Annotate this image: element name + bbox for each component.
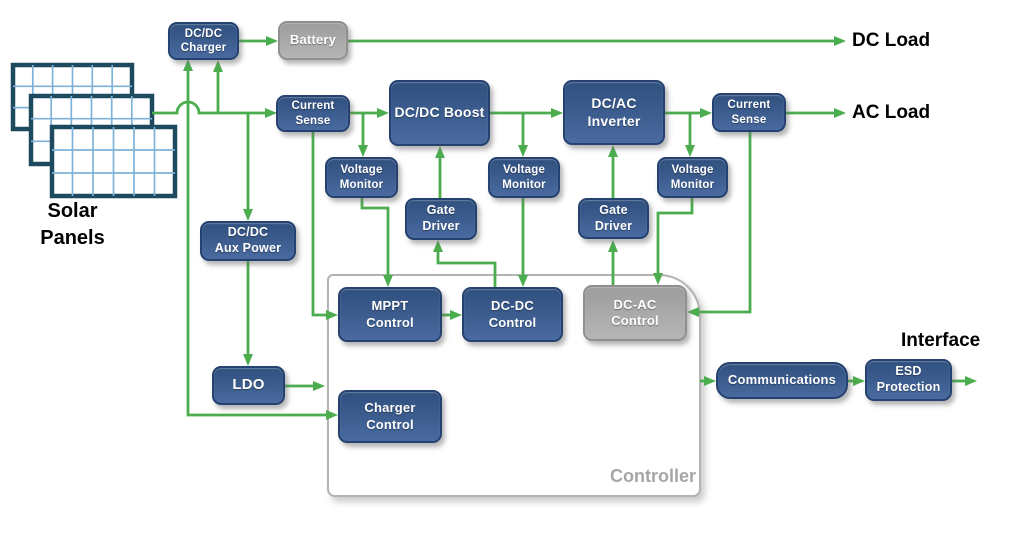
block-dcdc-charger[interactable]: DC/DC Charger [168,22,239,60]
block-dcdc-boost[interactable]: DC/DC Boost [389,80,490,146]
block-charger-control[interactable]: Charger Control [338,390,442,443]
block-battery[interactable]: Battery [278,21,348,60]
block-gate-driver-1[interactable]: Gate Driver [405,198,477,240]
wire-current-sense-to-mppt [311,132,338,320]
block-current-sense-input[interactable]: Current Sense [276,95,350,132]
wire-voltage-monitor-3-to-dcac-control [653,198,694,285]
block-voltage-monitor-2[interactable]: Voltage Monitor [488,157,560,198]
block-dcac-inverter[interactable]: DC/AC Inverter [563,80,665,145]
block-voltage-monitor-1[interactable]: Voltage Monitor [325,157,398,198]
controller-label: Controller [609,466,696,486]
wires [152,36,977,420]
block-mppt-control[interactable]: MPPT Control [338,287,442,342]
solar-panel-front [49,124,178,199]
block-ldo[interactable]: LDO [212,366,285,405]
block-dcac-control[interactable]: DC-AC Control [583,285,687,341]
block-voltage-monitor-3[interactable]: Voltage Monitor [657,157,728,198]
wire-voltage-monitor-1-to-mppt [360,198,393,287]
dc-load-label: DC Load [852,30,931,51]
interface-label: Interface [901,330,981,351]
solar-panels-icon [10,62,178,199]
block-dcdc-aux-power[interactable]: DC/DC Aux Power [200,221,296,261]
block-esd-protection[interactable]: ESD Protection [865,359,952,401]
wire-dcdc-control-to-gate-driver-1 [433,240,497,288]
wire-panels-to-current-sense [152,100,277,118]
ac-load-label: AC Load [852,102,931,123]
wire-current-sense-to-dcac-control [687,132,752,317]
block-communications[interactable]: Communications [716,362,848,399]
block-dcdc-control[interactable]: DC-DC Control [462,287,563,342]
block-gate-driver-2[interactable]: Gate Driver [578,198,649,239]
wire-charger-control-to-dcdc-charger [183,59,338,420]
solar-panels-label: Solar Panels [40,200,105,249]
block-current-sense-output[interactable]: Current Sense [712,93,786,132]
